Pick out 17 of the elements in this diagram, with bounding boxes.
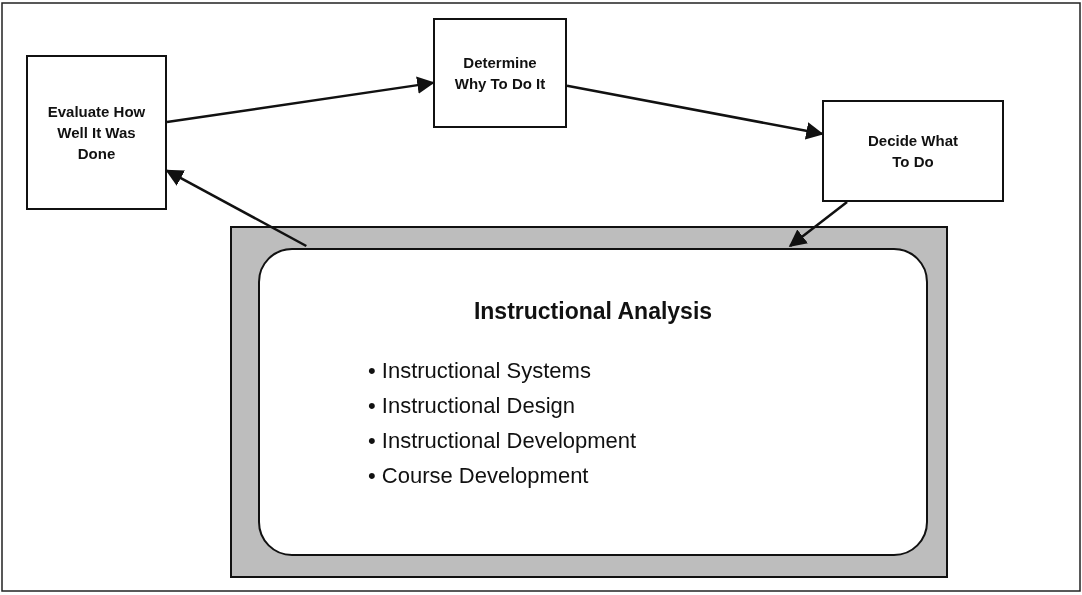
arrow [788, 201, 848, 248]
bullet-item: • Instructional Design [368, 393, 576, 419]
arrow [166, 76, 435, 124]
arrow [566, 84, 824, 140]
bullet-item: • Instructional Systems [368, 358, 591, 384]
bullet-item: • Instructional Development [368, 428, 637, 454]
arrow [165, 169, 307, 248]
frame-panel [230, 226, 948, 578]
box-label: Decide What To Do [867, 131, 959, 172]
panel-heading: Instructional Analysis [472, 298, 714, 325]
process-box [433, 18, 567, 128]
rounded-panel [258, 248, 928, 556]
box-label: Determine Why To Do It [453, 53, 547, 94]
process-box [822, 100, 1004, 202]
box-label: Evaluate How Well It Was Done [46, 102, 147, 164]
process-box [26, 55, 167, 210]
bullet-item: • Course Development [368, 463, 589, 489]
